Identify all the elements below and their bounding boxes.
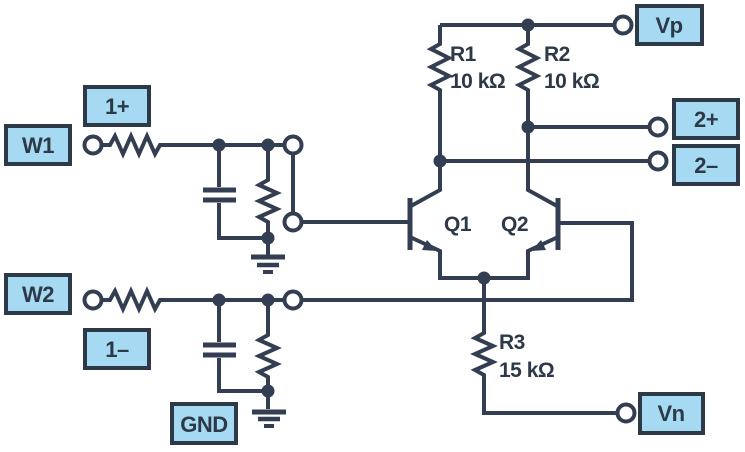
label-q2-ref: Q2 xyxy=(501,213,528,236)
label-r3-ref: R3 xyxy=(499,331,525,354)
capacitor-c2-bottom-lead xyxy=(217,358,268,393)
label-box-w2 xyxy=(4,273,72,315)
terminal-circle-2minus xyxy=(647,150,669,172)
resistor-r3 xyxy=(470,278,617,415)
w2-input-network xyxy=(82,221,634,428)
terminal-circle-vn xyxy=(615,402,637,424)
w1-input-network xyxy=(82,131,410,274)
junction-dot-w1-res xyxy=(261,138,275,152)
label-2minus: 2– xyxy=(694,153,718,178)
output-taps-section xyxy=(433,116,669,172)
differential-pair-section: Q1 Q2 xyxy=(407,198,561,285)
label-vp: Vp xyxy=(655,13,682,38)
wire-w2-row-with-series-resistor xyxy=(102,286,284,314)
ground-symbol-lower xyxy=(252,391,286,428)
label-q1-ref: Q1 xyxy=(444,213,472,236)
label-box-w1 xyxy=(4,124,72,166)
label-box-2minus xyxy=(672,144,740,186)
capacitor-c1-bottom-lead xyxy=(217,203,268,240)
label-box-2plus xyxy=(672,98,740,140)
junction-dot-w2-res xyxy=(261,293,275,307)
label-box-vp xyxy=(635,4,704,46)
label-w2: W2 xyxy=(22,282,54,307)
label-w1: W1 xyxy=(22,133,54,158)
junction-dot-q2-collector xyxy=(521,120,535,134)
label-r1-value: 10 kΩ xyxy=(450,70,505,93)
label-2plus: 2+ xyxy=(694,107,718,132)
terminal-circle-2plus xyxy=(647,116,669,138)
wire-w1-row-with-series-resistor xyxy=(102,131,284,159)
label-box-1plus xyxy=(83,85,151,127)
resistor-r1 xyxy=(410,25,454,208)
label-vn: Vn xyxy=(657,401,684,426)
supply-rail-section: R1 10 kΩ R2 10 kΩ xyxy=(410,14,634,208)
terminal-circle-w1 xyxy=(82,134,104,156)
junction-dot-w1-cap xyxy=(212,138,226,152)
resistor-w1-shunt xyxy=(254,145,282,238)
label-1minus: 1– xyxy=(105,337,129,362)
ground-symbol-upper xyxy=(251,238,285,274)
junction-dot-top-rail xyxy=(521,18,535,32)
resistor-r2 xyxy=(514,25,558,208)
terminal-circle-q1-base xyxy=(282,211,304,233)
label-r1-ref: R1 xyxy=(450,43,477,66)
label-box-1minus xyxy=(83,328,151,370)
label-1plus: 1+ xyxy=(105,94,129,119)
emitter-arrow-q1-icon xyxy=(422,240,437,251)
terminal-circle-w2 xyxy=(82,289,104,311)
emitter-arrow-q2-icon xyxy=(531,240,546,251)
terminal-circle-vp xyxy=(612,14,634,36)
tail-resistor-section: R3 15 kΩ xyxy=(470,278,637,424)
label-r3-value: 15 kΩ xyxy=(499,359,554,382)
terminal-circle-1plus xyxy=(282,134,304,156)
label-r2-value: 10 kΩ xyxy=(544,70,599,93)
junction-dot-w2-cap xyxy=(212,293,226,307)
label-box-gnd xyxy=(170,402,238,445)
label-box-vn xyxy=(638,392,705,435)
terminal-circle-1minus xyxy=(282,289,304,311)
resistor-w2-shunt xyxy=(254,300,282,391)
label-gnd: GND xyxy=(180,412,227,437)
io-label-boxes: W1 1+ W2 1– GND Vp 2+ 2– Vn xyxy=(4,4,740,445)
junction-dot-q1-collector xyxy=(433,154,447,168)
label-r2-ref: R2 xyxy=(544,43,570,66)
wire-w2-to-q2-base xyxy=(302,221,634,302)
